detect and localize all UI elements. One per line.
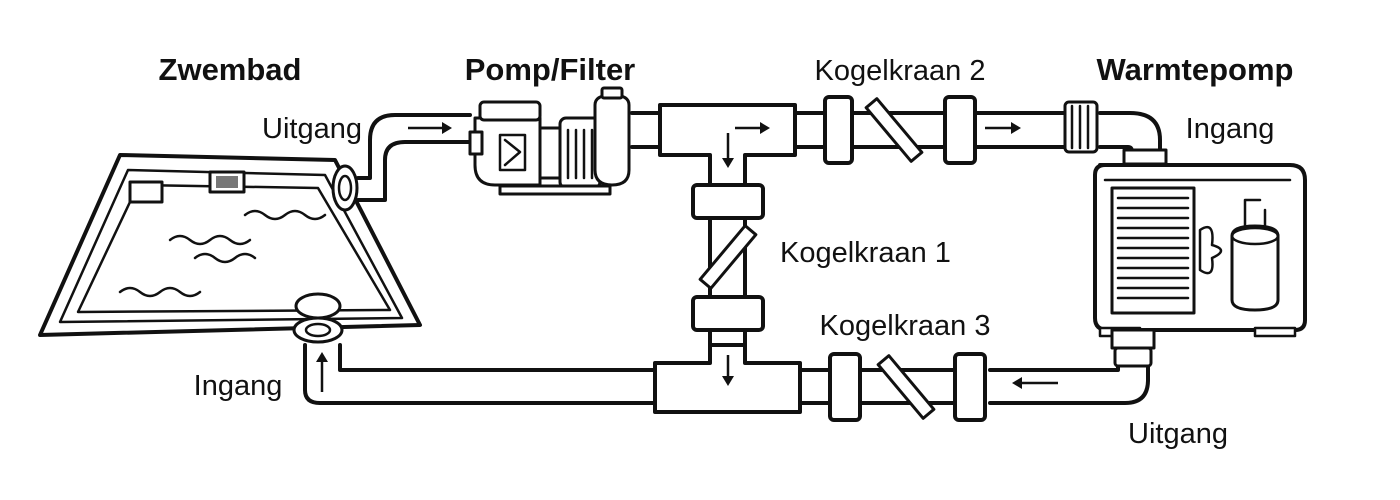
pool-inlet-fitting	[292, 292, 344, 344]
flow-arrow-icon	[985, 122, 1021, 134]
pool-pump-filter-icon	[468, 86, 631, 196]
ball-valve-2-icon	[823, 95, 977, 165]
swimming-pool-icon	[38, 153, 422, 337]
heat-pump-label: Warmtepomp	[1097, 52, 1294, 87]
ball-valve-3-icon	[828, 352, 987, 422]
heat-pump-outlet-label: Uitgang	[1128, 418, 1228, 450]
flow-arrow-icon	[722, 355, 734, 386]
pipe-network	[303, 111, 1162, 405]
flow-arrow-icon	[408, 122, 452, 134]
flow-arrow-icon	[1012, 377, 1058, 389]
pool-outlet-label: Uitgang	[262, 113, 362, 145]
flow-arrow-icon	[735, 122, 770, 134]
heat-pump-icon	[1063, 100, 1307, 368]
flow-arrow-icon	[722, 133, 734, 168]
flow-arrow-icon	[316, 352, 328, 392]
valve-3-label: Kogelkraan 3	[820, 310, 991, 342]
pool-label: Zwembad	[159, 52, 302, 87]
heat-pump-inlet-label: Ingang	[1186, 113, 1275, 145]
valve-2-label: Kogelkraan 2	[815, 55, 986, 87]
valve-1-label: Kogelkraan 1	[780, 237, 951, 269]
ball-valve-1-icon	[691, 183, 765, 332]
pool-inlet-label: Ingang	[194, 370, 283, 402]
pump-filter-label: Pomp/Filter	[465, 52, 636, 87]
pool-outlet-fitting	[331, 164, 359, 212]
